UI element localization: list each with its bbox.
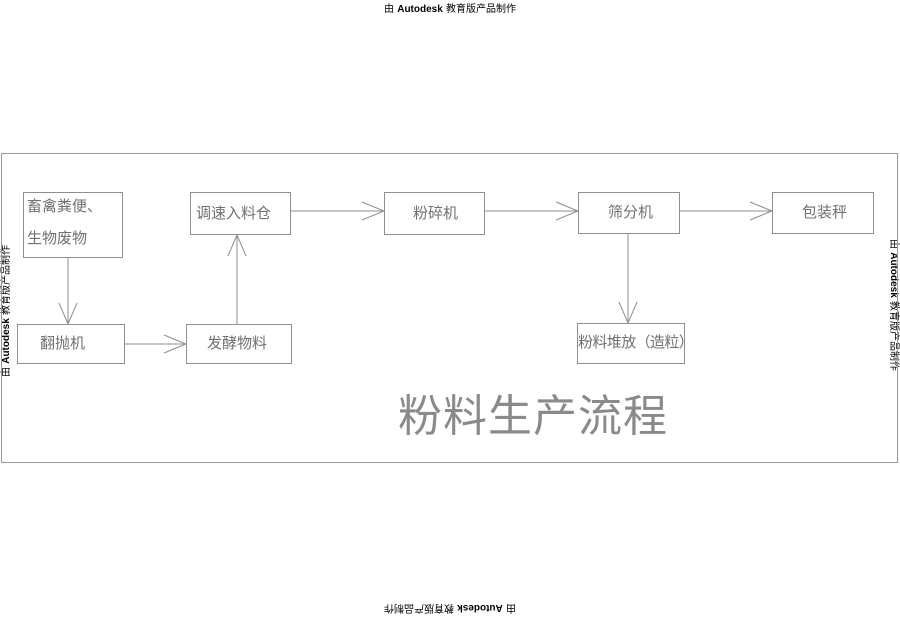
drawing-frame (1, 153, 898, 463)
node-packing-scale-label: 包装秤 (802, 203, 848, 221)
node-livestock-waste-line2: 生物废物 (27, 229, 88, 247)
diagram-title: 粉料生产流程 (398, 391, 668, 442)
node-powder-pile-label: 粉料堆放（造粒） (578, 333, 694, 351)
arrow-crusher-to-screener (485, 201, 580, 221)
node-crusher: 粉碎机 (384, 192, 485, 235)
node-livestock-waste: 畜禽粪便、 生物废物 (23, 192, 123, 258)
node-packing-scale: 包装秤 (772, 192, 874, 234)
node-livestock-waste-line1: 畜禽粪便、 (27, 197, 103, 215)
arrow-screener-to-pile (618, 233, 638, 325)
node-screener-label: 筛分机 (608, 203, 654, 221)
node-feed-bin-label: 调速入料仓 (196, 204, 272, 222)
node-fermented-material-label: 发酵物料 (207, 334, 268, 352)
arrow-turner-to-fermented (124, 334, 188, 354)
node-crusher-label: 粉碎机 (413, 204, 459, 222)
node-feed-bin: 调速入料仓 (190, 192, 291, 235)
node-screener: 筛分机 (578, 192, 680, 234)
arrow-screener-to-packing (680, 201, 774, 221)
arrow-fermented-to-feedbin (227, 233, 247, 324)
node-fermented-material: 发酵物料 (186, 324, 292, 364)
node-turner-label: 翻抛机 (40, 334, 86, 352)
node-turner: 翻抛机 (17, 324, 125, 364)
arrow-feedbin-to-crusher (291, 201, 386, 221)
watermark-top: 由 Autodesk 教育版产品制作 (384, 4, 516, 15)
node-powder-pile: 粉料堆放（造粒） (577, 323, 694, 364)
arrow-waste-to-turner (58, 257, 78, 326)
